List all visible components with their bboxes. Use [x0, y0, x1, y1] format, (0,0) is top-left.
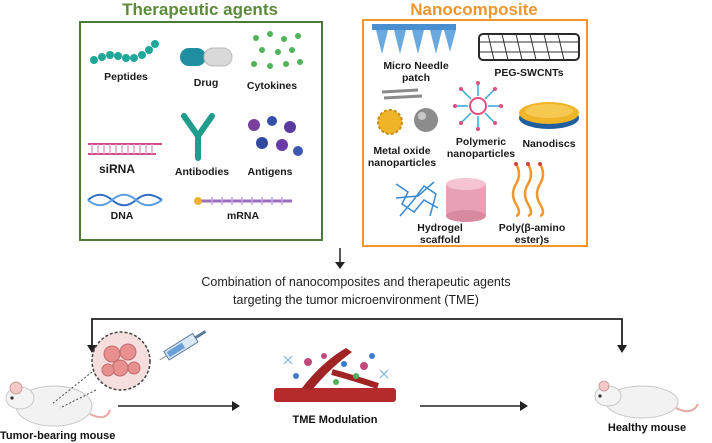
antibodies-label: Antibodies [174, 166, 230, 178]
sirna-label: siRNA [98, 162, 135, 176]
tumor-magnified-icon [91, 331, 151, 391]
tumor-bearing-mouse-label: Tumor-bearing mouse [0, 430, 116, 442]
poly-label-line1: Poly(β-amino [498, 222, 566, 234]
therapeutic-agents-title: Therapeutic agents [122, 0, 278, 19]
peptides-label: Peptides [104, 71, 148, 83]
dna-icon [87, 193, 163, 207]
nanocomposite-title: Nanocomposite [410, 0, 538, 19]
caption-line1: Combination of nanocomposites and therap… [201, 275, 511, 289]
metal-oxide-label-line2: nanoparticles [367, 157, 437, 169]
antigens-icon [248, 116, 303, 156]
peptides-icon [90, 40, 159, 64]
nanodiscs-icon [519, 102, 579, 129]
drug-icon [180, 47, 233, 67]
metal-oxide-nanoparticles-icon [377, 88, 438, 135]
cytokines-label: Cytokines [246, 80, 298, 92]
cytokines-icon [251, 31, 303, 69]
metal-oxide-label-line1: Metal oxide [373, 145, 431, 157]
syringe-icon [159, 330, 207, 361]
zoom-dotted-lines [51, 371, 97, 409]
micro-needle-label-line2: patch [401, 72, 430, 84]
tme-modulation-icon [274, 348, 396, 402]
right-arrow-icon-2 [420, 401, 528, 411]
therapeutic-agents-panel [79, 21, 323, 241]
hydrogel-scaffold-icon [395, 181, 439, 217]
polymeric-nanoparticles-icon [453, 81, 503, 131]
poly-beta-amino-ester-icon [511, 162, 545, 218]
right-arrow-icon-1 [118, 401, 240, 411]
polymeric-label-line2: nanoparticles [446, 148, 516, 160]
sirna-icon [88, 143, 162, 155]
healthy-mouse-label: Healthy mouse [607, 422, 687, 434]
tumor-bearing-mouse-icon [5, 381, 111, 427]
hydrogel-label-line2: scaffold [419, 234, 461, 246]
poly-label-line2: ester)s [514, 234, 550, 246]
nanocomposite-panel [362, 19, 588, 247]
down-arrow-icon [335, 248, 345, 269]
drug-label: Drug [193, 77, 219, 89]
mrna-icon [194, 197, 292, 205]
caption-line2: targeting the tumor microenvironment (TM… [233, 293, 479, 307]
micro-needle-patch-icon [372, 24, 456, 54]
hydrogel-label-line1: Hydrogel [417, 222, 463, 234]
micro-needle-label-line1: Micro Needle [383, 60, 449, 72]
healthy-mouse-icon [594, 380, 699, 419]
nanodiscs-label: Nanodiscs [522, 138, 576, 150]
tme-modulation-label: TME Modulation [292, 414, 378, 426]
peg-swcnt-icon [478, 33, 580, 61]
polymeric-label-line1: Polymeric [455, 136, 507, 148]
bracket-connector [87, 318, 627, 353]
antigens-label: Antigens [247, 166, 293, 178]
dna-label: DNA [110, 210, 134, 222]
mrna-label: mRNA [226, 210, 260, 222]
antibodies-icon [181, 113, 215, 161]
hydrogel-cylinder-icon [446, 178, 486, 222]
peg-swcnts-label: PEG-SWCNTs [494, 67, 564, 79]
